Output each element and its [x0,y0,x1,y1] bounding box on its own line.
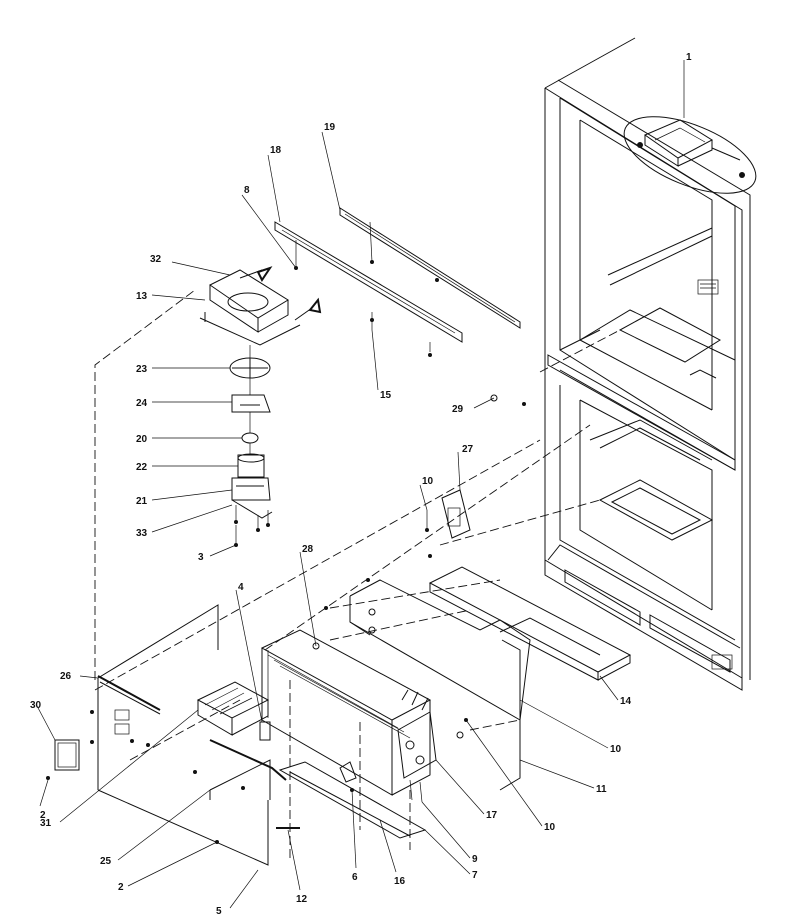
label-part-13: 13 [136,291,148,302]
label-part-9: 9 [472,854,478,865]
label-part-33: 33 [136,528,148,539]
label-part-17: 17 [486,810,498,821]
label-part-24: 24 [136,398,148,409]
label-part-19: 19 [324,122,336,133]
label-part-20: 20 [136,434,148,445]
label-part-18: 18 [270,145,282,156]
label-part-29: 29 [452,404,464,415]
label-part-26: 26 [60,671,72,682]
label-part-10-upper: 10 [422,476,434,487]
label-part-11: 11 [596,784,607,795]
label-part-21: 21 [136,496,148,507]
refrigerator-cabinet [544,37,757,691]
label-part-27: 27 [462,444,474,455]
label-part-8: 8 [244,185,250,196]
label-part-32: 32 [150,254,162,265]
label-part-14: 14 [620,696,632,707]
evaporator-fan-assembly [199,266,322,547]
label-leaders [35,60,685,909]
label-part-25: 25 [100,856,112,867]
label-part-10-middle: 10 [610,744,622,755]
label-part-3: 3 [198,552,204,563]
part-number-labels: 1 19 18 8 32 13 23 15 24 29 20 22 27 21 … [30,52,692,917]
label-part-16: 16 [394,876,406,887]
label-part-1: 1 [686,52,692,63]
top-rails [274,207,521,357]
label-part-12: 12 [296,894,308,905]
label-part-15: 15 [380,390,392,401]
label-part-23: 23 [136,364,148,375]
label-part-31: 31 [40,818,52,829]
label-part-2-bottom: 2 [118,882,124,893]
label-part-30: 30 [30,700,42,711]
label-part-4: 4 [238,582,244,593]
label-part-2-left: 2 [40,810,46,821]
evaporator-cover-panel [46,604,287,866]
label-part-28: 28 [302,544,314,555]
label-part-7: 7 [472,870,478,881]
label-part-6: 6 [352,872,358,883]
label-part-5: 5 [216,906,222,917]
assembly-leader-lines [94,289,621,860]
label-part-10-lower: 10 [544,822,556,833]
label-part-22: 22 [136,462,148,473]
